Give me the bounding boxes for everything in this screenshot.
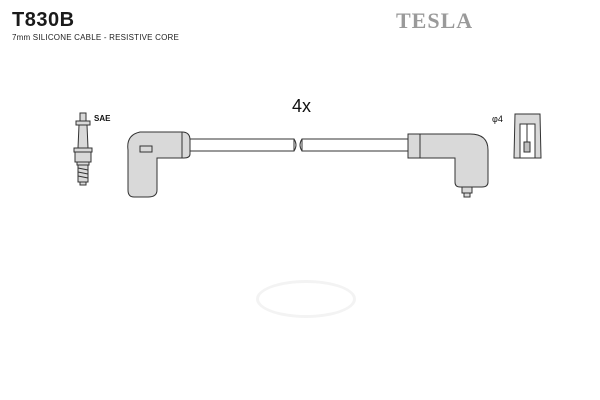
plug-boot-icon bbox=[127, 131, 191, 198]
terminal-diameter-label: φ4 bbox=[492, 114, 503, 124]
part-number: T830B bbox=[12, 9, 75, 31]
cable-description: 7mm SILICONE CABLE - RESISTIVE CORE bbox=[12, 33, 180, 42]
distributor-boot-icon bbox=[407, 133, 489, 198]
watermark-ring bbox=[256, 280, 356, 318]
distributor-terminal-icon bbox=[513, 113, 542, 159]
quantity-label: 4x bbox=[292, 96, 312, 116]
spark-plug-icon bbox=[73, 112, 93, 186]
spark-plug-type-label: SAE bbox=[94, 114, 111, 123]
brand-logo: TESLA bbox=[396, 8, 474, 33]
cable-line bbox=[189, 138, 409, 152]
